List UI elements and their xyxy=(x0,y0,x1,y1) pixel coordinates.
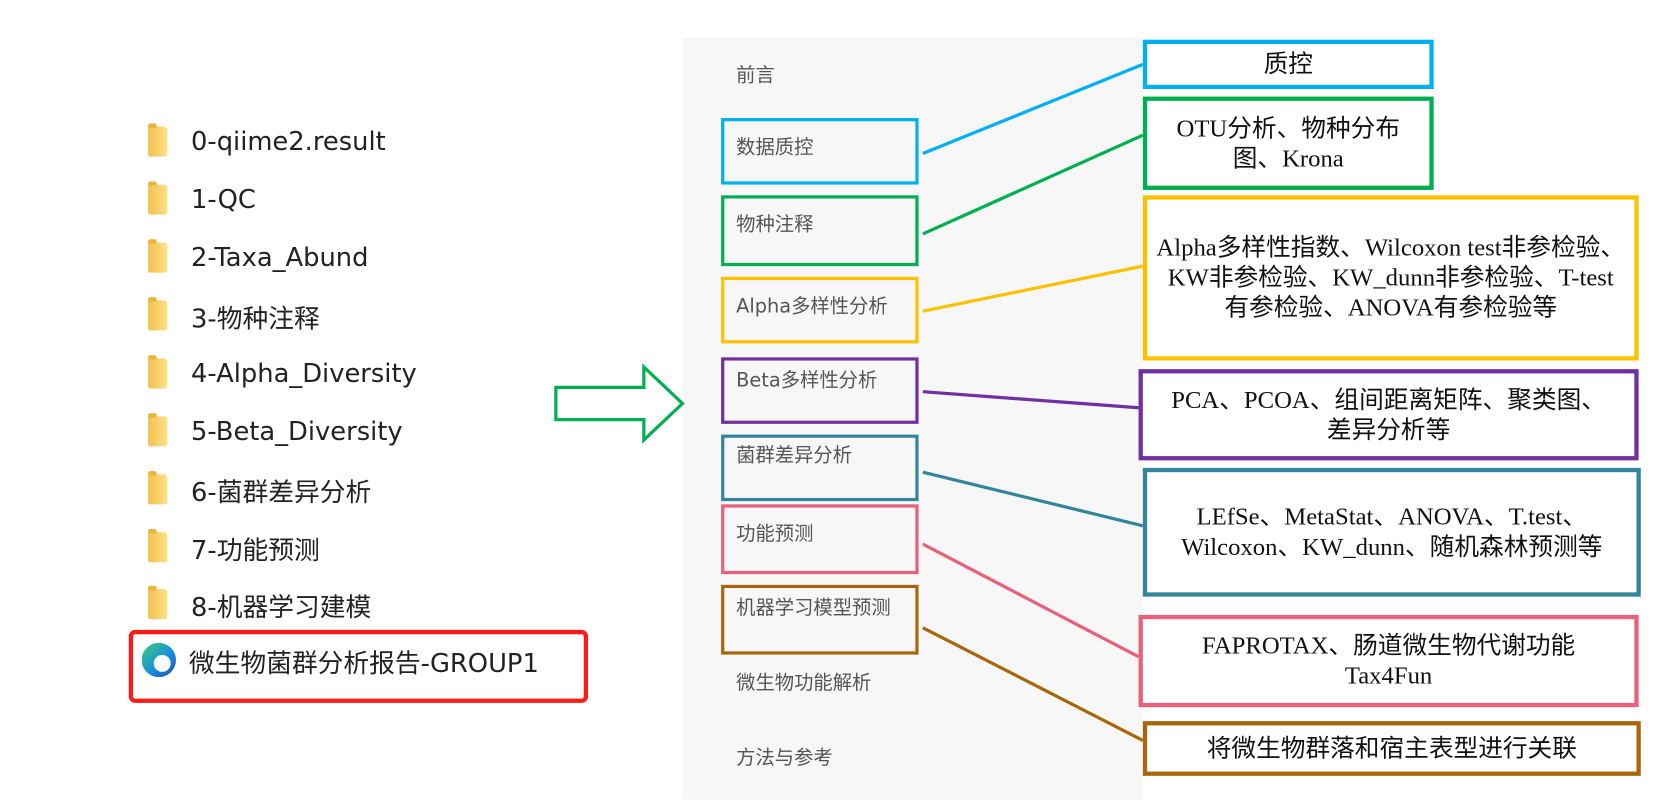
connector-qc xyxy=(922,62,1144,155)
report-highlight-box xyxy=(128,629,589,703)
nav-label: Beta多样性分析 xyxy=(736,369,878,392)
detail-alpha: Alpha多样性指数、Wilcoxon test非参检验、KW非参检验、KW_d… xyxy=(1142,195,1639,361)
folder-name: 8-机器学习建模 xyxy=(191,591,372,622)
folder-name: 3-物种注释 xyxy=(191,303,320,334)
folder-item[interactable]: 0-qiime2.result xyxy=(148,122,386,161)
detail-taxa: OTU分析、物种分布图、Krona xyxy=(1142,96,1434,190)
folder-item[interactable]: 3-物种注释 xyxy=(148,296,320,335)
detail-beta: PCA、PCOA、组间距离矩阵、聚类图、差异分析等 xyxy=(1138,369,1639,461)
folder-name: 6-菌群差异分析 xyxy=(191,476,372,508)
connector-taxa xyxy=(922,133,1144,236)
nav-alpha[interactable]: Alpha多样性分析 xyxy=(721,276,919,344)
right-arrow-icon xyxy=(554,363,685,444)
detail-diff: LEfSe、MetaStat、ANOVA、T.test、Wilcoxon、KW_… xyxy=(1142,467,1641,597)
report-file[interactable]: 微生物菌群分析报告-GROUP1 xyxy=(141,641,539,680)
nav-methods[interactable]: 方法与参考 xyxy=(736,746,833,770)
folder-icon xyxy=(148,471,168,505)
nav-beta[interactable]: Beta多样性分析 xyxy=(721,357,919,424)
folder-icon xyxy=(148,413,168,447)
report-nav-panel xyxy=(682,37,1143,800)
folder-item[interactable]: 8-机器学习建模 xyxy=(148,585,371,624)
folder-item[interactable]: 5-Beta_Diversity xyxy=(148,412,403,451)
folder-item[interactable]: 2-Taxa_Abund xyxy=(148,238,368,277)
folder-item[interactable]: 7-功能预测 xyxy=(148,528,320,567)
connector-beta xyxy=(922,390,1139,410)
folder-icon xyxy=(148,239,168,273)
folder-item[interactable]: 4-Alpha_Diversity xyxy=(148,354,417,393)
folder-icon xyxy=(148,529,168,563)
folder-name: 2-Taxa_Abund xyxy=(191,242,369,273)
folder-icon xyxy=(148,297,168,331)
nav-taxa[interactable]: 物种注释 xyxy=(721,195,919,267)
connector-diff xyxy=(922,470,1144,528)
folder-name: 7-功能预测 xyxy=(191,534,320,565)
connector-alpha xyxy=(922,264,1144,313)
nav-ml[interactable]: 机器学习模型预测 xyxy=(721,584,919,655)
nav-diff[interactable]: 菌群差异分析 xyxy=(721,434,919,502)
folder-name: 1-QC xyxy=(191,184,256,215)
connector-func xyxy=(922,542,1140,659)
nav-label: 数据质控 xyxy=(736,136,814,159)
nav-label: 功能预测 xyxy=(736,522,814,546)
folder-icon xyxy=(148,355,168,389)
folder-icon xyxy=(148,181,168,215)
connector-ml xyxy=(922,626,1144,742)
folder-icon xyxy=(148,123,168,157)
edge-browser-icon xyxy=(141,642,176,678)
detail-func: FAPROTAX、肠道微生物代谢功能Tax4Fun xyxy=(1138,614,1639,708)
folder-name: 5-Beta_Diversity xyxy=(191,416,403,447)
folder-name: 4-Alpha_Diversity xyxy=(191,358,417,389)
report-file-name: 微生物菌群分析报告-GROUP1 xyxy=(188,647,539,678)
nav-label: 物种注释 xyxy=(736,213,814,237)
detail-ml: 将微生物群落和宿主表型进行关联 xyxy=(1142,721,1641,776)
folder-icon xyxy=(148,585,168,620)
detail-qc: 质控 xyxy=(1142,39,1434,90)
nav-label: Alpha多样性分析 xyxy=(736,295,888,318)
folder-item[interactable]: 1-QC xyxy=(148,180,256,219)
nav-label: 机器学习模型预测 xyxy=(736,596,891,620)
nav-qc[interactable]: 数据质控 xyxy=(721,118,919,185)
nav-func[interactable]: 功能预测 xyxy=(721,504,919,575)
folder-name: 0-qiime2.result xyxy=(191,126,386,157)
nav-preface[interactable]: 前言 xyxy=(736,64,775,87)
nav-micro-func[interactable]: 微生物功能解析 xyxy=(736,671,872,695)
nav-label: 菌群差异分析 xyxy=(736,444,853,467)
folder-item[interactable]: 6-菌群差异分析 xyxy=(148,470,371,509)
